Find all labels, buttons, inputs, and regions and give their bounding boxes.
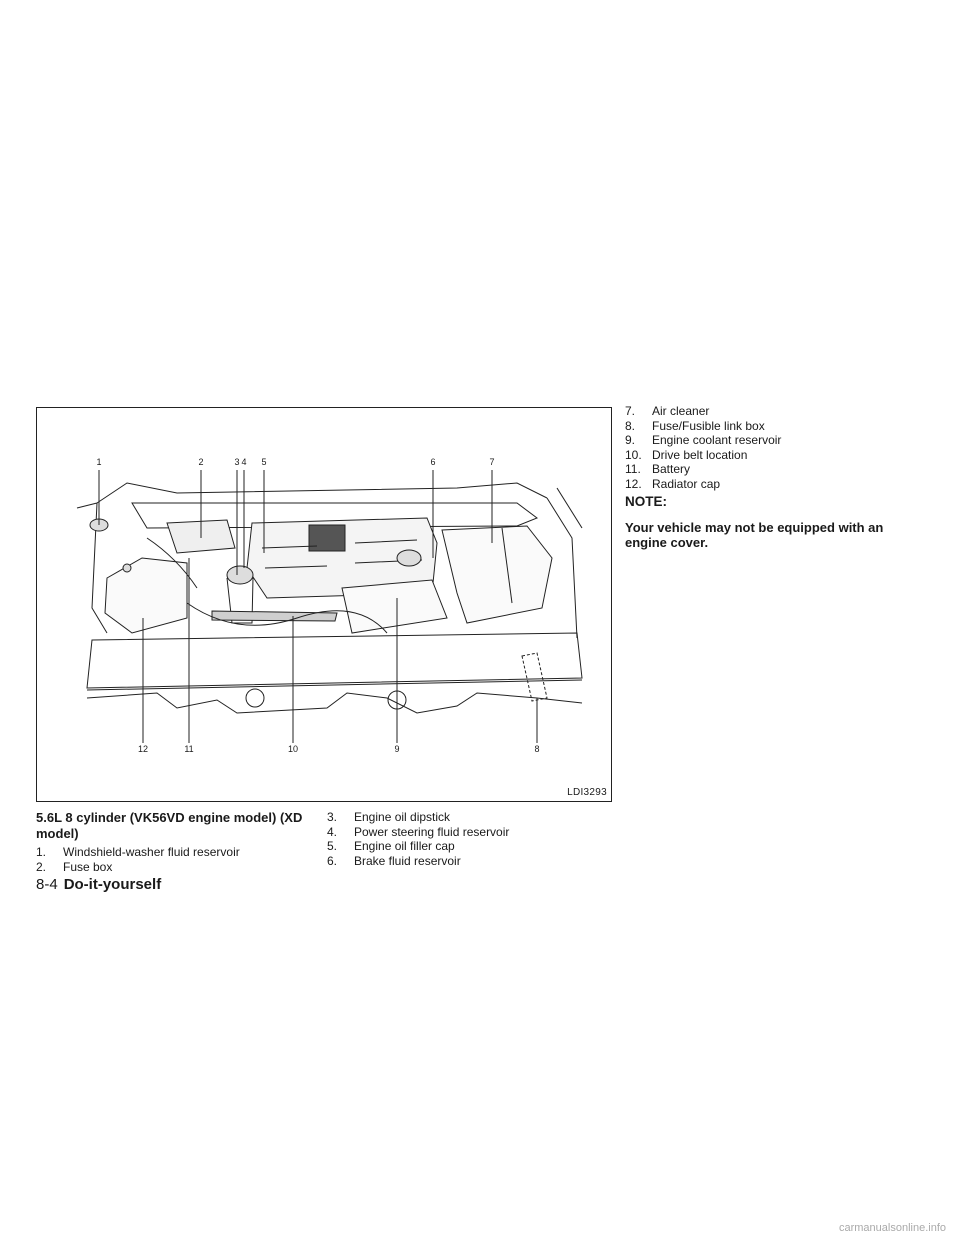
list-item: 2.Fuse box bbox=[36, 859, 113, 874]
note-text: Your vehicle may not be equipped with an… bbox=[625, 520, 884, 550]
callout-4: 4 bbox=[241, 457, 247, 467]
list-item: 11.Battery bbox=[625, 462, 691, 476]
component-list-col1: 1.Windshield-washer fluid reservoir 2.Fu… bbox=[36, 845, 240, 874]
callout-9: 9 bbox=[394, 744, 400, 754]
callout-6: 6 bbox=[430, 457, 436, 467]
callout-8: 8 bbox=[534, 744, 540, 754]
watermark: carmanualsonline.info bbox=[838, 1222, 946, 1234]
note-heading: NOTE: bbox=[625, 494, 667, 509]
callout-1: 1 bbox=[96, 457, 102, 467]
list-item: 4.Power steering fluid reservoir bbox=[327, 824, 510, 839]
page-footer: 8-4 Do-it-yourself bbox=[36, 876, 161, 893]
list-item: 3.Engine oil dipstick bbox=[327, 810, 451, 824]
list-item: 9.Engine coolant reservoir bbox=[625, 433, 782, 447]
figure-caption: 5.6L 8 cylinder (VK56VD engine model) (X… bbox=[36, 810, 303, 841]
list-item: 7.Air cleaner bbox=[625, 404, 710, 418]
page-number: 8-4 bbox=[36, 876, 58, 893]
figure-code: LDI3293 bbox=[567, 787, 607, 798]
callout-7: 7 bbox=[489, 457, 495, 467]
list-item: 12.Radiator cap bbox=[625, 476, 721, 491]
section-title: Do-it-yourself bbox=[63, 876, 162, 893]
component-list-col2: 3.Engine oil dipstick 4.Power steering f… bbox=[327, 810, 509, 868]
engine-compartment-figure: 1 2 3 4 5 6 7 12 11 10 9 8 LDI3293 bbox=[36, 407, 612, 802]
list-item: 8.Fuse/Fusible link box bbox=[625, 418, 765, 433]
list-item: 5.Engine oil filler cap bbox=[327, 839, 455, 853]
callout-2: 2 bbox=[198, 457, 204, 467]
callout-12: 12 bbox=[137, 744, 148, 754]
callout-10: 10 bbox=[287, 744, 298, 754]
callout-11: 11 bbox=[184, 744, 194, 754]
callout-3: 3 bbox=[234, 457, 240, 467]
component-list-col3: 7.Air cleaner 8.Fuse/Fusible link box 9.… bbox=[625, 404, 781, 491]
callout-5: 5 bbox=[261, 457, 267, 467]
engine-illustration bbox=[76, 470, 583, 743]
list-item: 1.Windshield-washer fluid reservoir bbox=[36, 845, 240, 859]
list-item: 6.Brake fluid reservoir bbox=[327, 853, 461, 868]
list-item: 10.Drive belt location bbox=[625, 447, 748, 462]
